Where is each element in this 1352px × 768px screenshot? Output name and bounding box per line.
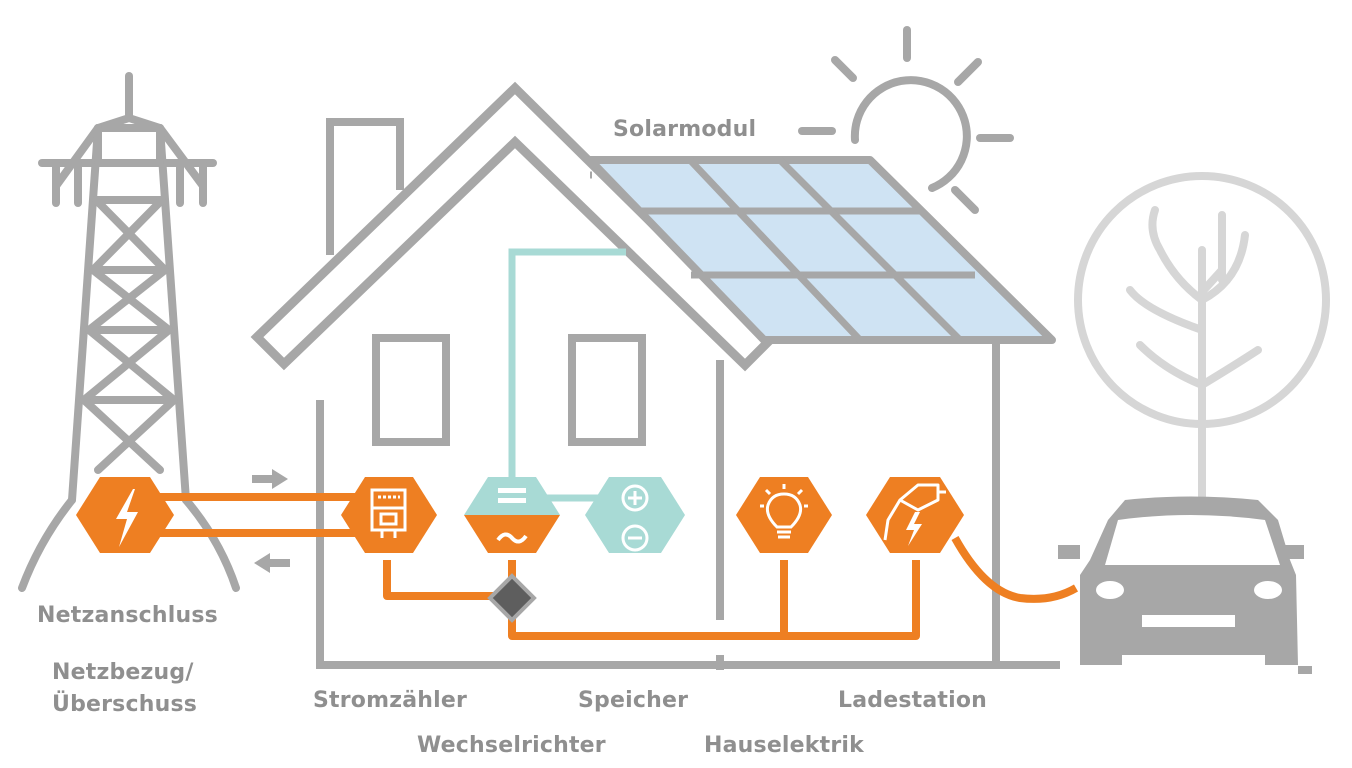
flow-arrow-export (254, 553, 290, 573)
label-grid-import-line2: Überschuss (52, 692, 198, 717)
solar-panel-array (586, 156, 1056, 344)
label-grid-import-line1: Netzbezug/ (52, 660, 194, 685)
ev-charger-plug-icon (883, 483, 946, 546)
inverter-icon (496, 488, 528, 544)
charging-station-node (866, 477, 964, 553)
light-bulb-icon (760, 484, 808, 539)
battery-plus-minus-icon (621, 484, 649, 552)
label-charging-station: Ladestation (838, 688, 988, 713)
dc-lines (508, 248, 626, 502)
electricity-meter-node (341, 477, 437, 553)
label-electricity-meter: Stromzähler (313, 688, 468, 713)
label-inverter: Wechselrichter (417, 733, 606, 758)
electric-car (1058, 496, 1304, 665)
label-grid-import-surplus: Netzbezug/ Überschuss (52, 657, 198, 721)
lightning-icon (116, 489, 138, 547)
label-storage: Speicher (578, 688, 689, 713)
junction-diamond (487, 573, 537, 623)
label-grid-connection: Netzanschluss (37, 603, 218, 628)
storage-node (585, 477, 685, 553)
house-electrics-node (736, 477, 832, 553)
inverter-node (464, 477, 560, 553)
tree (1074, 172, 1330, 509)
power-pylon (18, 72, 240, 592)
house (250, 81, 1060, 670)
sun-icon (798, 26, 1014, 214)
electricity-meter-icon (370, 488, 407, 538)
label-house-electrics: Hauselektrik (704, 733, 864, 758)
label-solar-module: Solarmodul (613, 117, 757, 142)
ac-wiring (158, 493, 1079, 640)
grid-connection-node (76, 477, 174, 553)
flow-arrow-import (252, 469, 288, 489)
